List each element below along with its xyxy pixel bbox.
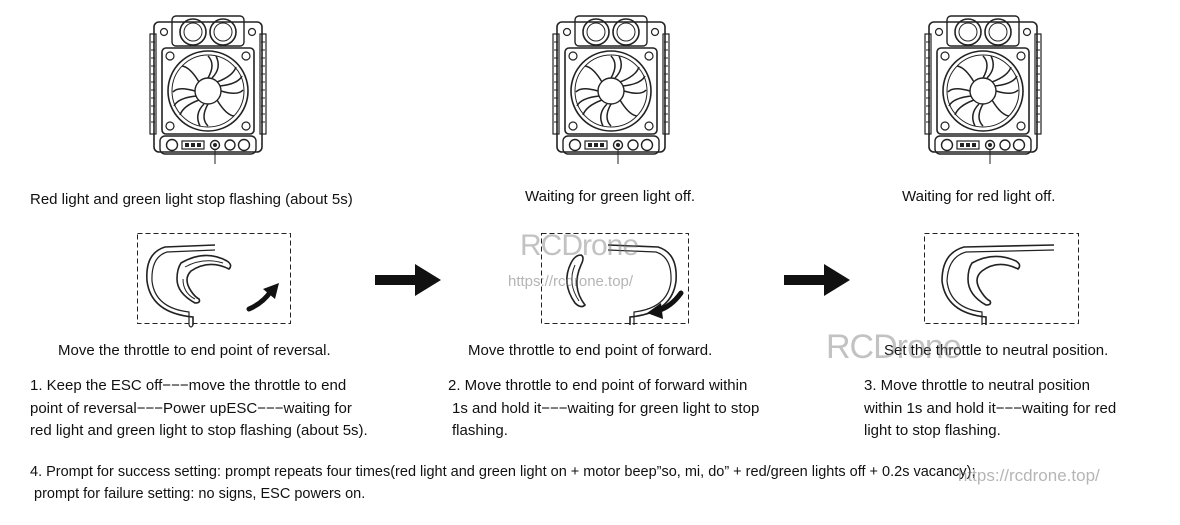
watermark-url: https://rcdrone.top/ bbox=[958, 466, 1100, 485]
throttle-diagram-forward bbox=[541, 233, 689, 325]
esc-caption-1: Red light and green light stop flashing … bbox=[30, 191, 353, 208]
throttle-diagram-neutral bbox=[924, 233, 1079, 325]
step-description-3: 3. Move throttle to neutral position wit… bbox=[864, 375, 1116, 443]
step-line: 1. Keep the ESC off−−−move the throttle … bbox=[30, 377, 347, 394]
esc-caption-3: Waiting for red light off. bbox=[902, 188, 1056, 205]
watermark-brand: RCDrone bbox=[520, 229, 639, 262]
success-prompt-note: 4. Prompt for success setting: prompt re… bbox=[30, 464, 976, 480]
rotation-arrow-icon bbox=[246, 283, 279, 312]
step-line: light to stop flashing. bbox=[864, 422, 1001, 439]
rotation-arrow-icon bbox=[647, 290, 684, 319]
step-description-1: 1. Keep the ESC off−−−move the throttle … bbox=[30, 375, 368, 443]
esc-device-icon bbox=[149, 15, 267, 165]
esc-caption-2: Waiting for green light off. bbox=[525, 188, 696, 205]
step-description-2: 2. Move throttle to end point of forward… bbox=[448, 375, 759, 443]
step-line: flashing. bbox=[452, 422, 508, 439]
watermark-brand: RCDrone bbox=[826, 328, 962, 366]
step-line: 2. Move throttle to end point of forward… bbox=[448, 377, 748, 394]
esc-device-icon bbox=[924, 15, 1042, 165]
watermark-url: https://rcdrone.top/ bbox=[508, 273, 634, 290]
step-line: within 1s and hold it−−−waiting for red bbox=[864, 399, 1117, 417]
step-line: red light and green light to stop flashi… bbox=[30, 422, 368, 439]
throttle-caption-3: Set the throttle to neutral position. bbox=[884, 342, 1109, 359]
right-arrow-icon bbox=[375, 264, 441, 296]
step-line: 3. Move throttle to neutral position bbox=[864, 377, 1090, 394]
throttle-caption-1: Move the throttle to end point of revers… bbox=[58, 342, 331, 359]
step-line: point of reversal−−−Power upESC−−−waitin… bbox=[30, 399, 352, 417]
failure-prompt-note: prompt for failure setting: no signs, ES… bbox=[34, 486, 366, 502]
esc-device-icon bbox=[552, 15, 670, 165]
throttle-diagram-reversal bbox=[137, 233, 291, 328]
right-arrow-icon bbox=[784, 264, 850, 296]
throttle-caption-2: Move throttle to end point of forward. bbox=[468, 342, 713, 359]
step-line: 1s and hold it−−−waiting for green light… bbox=[452, 399, 760, 417]
